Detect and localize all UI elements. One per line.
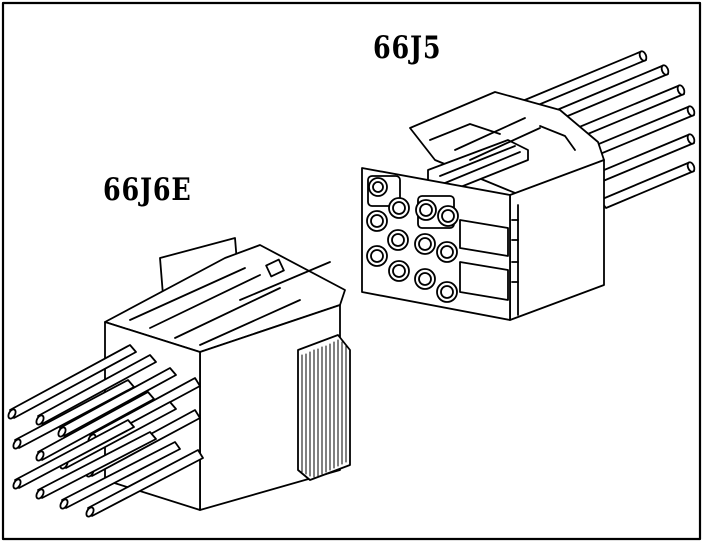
connector-66j5 [361,50,696,321]
connector-66j6e-wires [7,344,204,518]
label-66j5: 66J5 [373,30,442,66]
connector-66j5-wires [519,50,696,209]
connector-66j5-cavities [366,175,509,303]
label-66j6e: 66J6E [103,172,192,208]
connector-66j6e [7,237,351,518]
connector-66j6e-grip [297,334,351,481]
connector-66j6e-key [265,258,285,278]
